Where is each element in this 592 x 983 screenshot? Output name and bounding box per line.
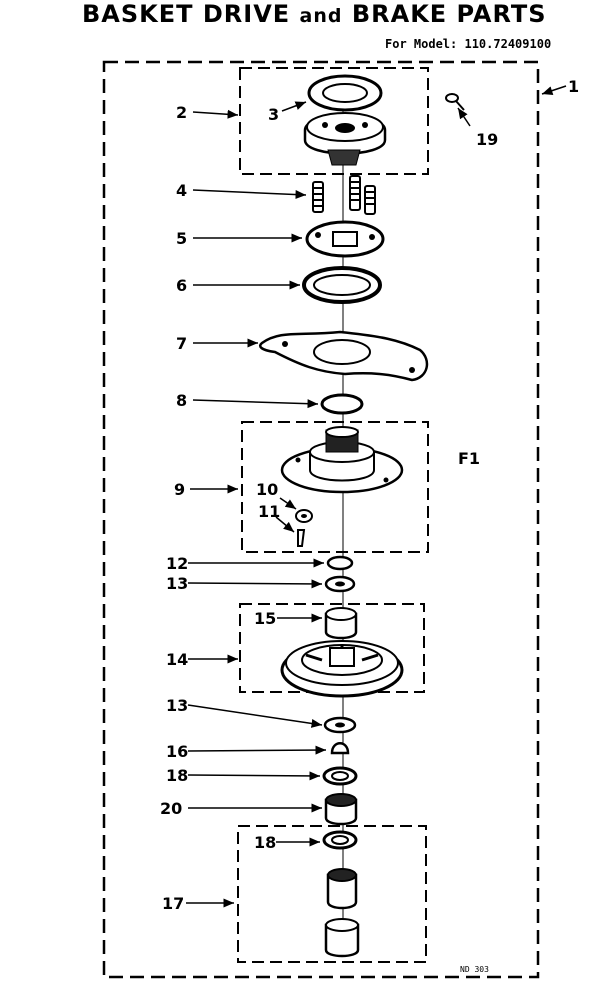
callout-15: 15	[254, 609, 276, 628]
part-4-springs	[312, 175, 376, 215]
leader-lines	[186, 85, 567, 908]
part-18-bearing-upper	[322, 766, 358, 786]
group-box-2	[239, 67, 429, 175]
part-13-washer-lower	[323, 716, 357, 734]
callout-17: 17	[162, 894, 184, 913]
part-17-sleeve	[324, 868, 360, 958]
model-number: For Model: 110.72409100	[385, 37, 552, 51]
title-end: BRAKE PARTS	[351, 0, 547, 28]
assembly-outline	[102, 60, 540, 979]
callout-1: 1	[568, 77, 579, 96]
callout-8: 8	[176, 391, 187, 410]
group-box-9	[241, 421, 429, 553]
callout-18-lower: 18	[254, 833, 276, 852]
callout-20: 20	[160, 799, 182, 818]
title-and: and	[299, 5, 343, 27]
drawing-code: ND 303	[460, 965, 489, 974]
part-20-collar	[324, 793, 358, 826]
part-2-hub	[303, 112, 387, 166]
part-8-ring	[320, 393, 364, 415]
part-13-washer-upper	[324, 575, 356, 593]
part-18-bearing-lower	[322, 830, 358, 850]
page-title: BASKET DRIVE and BRAKE PARTS	[82, 0, 547, 28]
part-16-cap	[330, 742, 350, 755]
part-9-housing	[280, 426, 404, 494]
part-19-screw	[445, 93, 465, 111]
callout-13-lower: 13	[166, 696, 188, 715]
part-14-pulley	[280, 640, 404, 698]
callout-12: 12	[166, 554, 188, 573]
part-15-bushing	[324, 607, 358, 640]
callout-4: 4	[176, 181, 187, 200]
callout-16: 16	[166, 742, 188, 761]
title-main: BASKET DRIVE	[82, 0, 291, 28]
group-box-17	[237, 825, 427, 963]
callout-6: 6	[176, 276, 187, 295]
callout-10: 10	[256, 480, 278, 499]
callout-19: 19	[476, 130, 498, 149]
part-3-ring	[307, 74, 383, 112]
callout-7: 7	[176, 334, 187, 353]
callout-11: 11	[258, 502, 280, 521]
callout-18-upper: 18	[166, 766, 188, 785]
part-11-bolt	[297, 529, 306, 547]
part-7-gasket	[258, 330, 429, 382]
part-5-plate	[305, 220, 385, 258]
part-12-clip	[326, 555, 354, 571]
callout-13-upper: 13	[166, 574, 188, 593]
callout-9: 9	[174, 480, 185, 499]
callout-5: 5	[176, 229, 187, 248]
callout-14: 14	[166, 650, 188, 669]
callout-f1: F1	[458, 449, 480, 468]
part-10-nut	[295, 509, 313, 523]
callout-3: 3	[268, 105, 279, 124]
callout-2: 2	[176, 103, 187, 122]
part-6-ring	[302, 266, 382, 304]
